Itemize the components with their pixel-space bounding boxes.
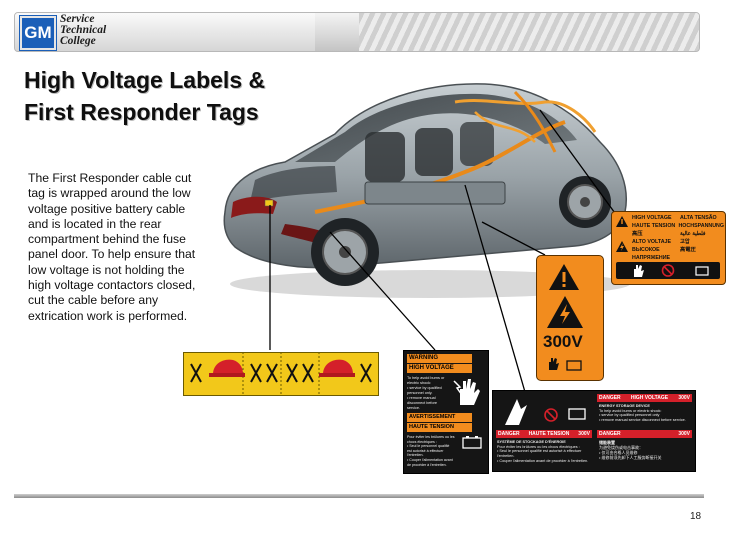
danger-en-bar: DANGER HIGH VOLTAGE 300V [597,394,692,402]
voltage-value: 300V [543,332,583,351]
danger-en-text: ENERGY STORAGE DEVICE To help avoid burn… [599,404,691,423]
warning-fr-text: Pour éviter les brûlures ou les chocs él… [407,435,455,467]
multilang-icon-strip [616,262,720,279]
warning-line: To help avoid burns or electric shock: [407,376,445,385]
high-voltage-icon [547,296,583,328]
warning-hv-word: HIGH VOLTAGE [407,364,472,373]
title-line-2: First Responder Tags [24,99,259,125]
battery-icon [566,360,582,371]
warning-triangle-icon [549,264,579,290]
college-line-3: College [60,35,96,47]
page-number: 18 [690,511,702,522]
lang-cell: HOCHSPANNUNG [678,223,724,229]
body-text: The First Responder cable cut tag is wra… [28,171,196,323]
esd-title: ENERGY STORAGE DEVICE [599,404,650,408]
warning-line: • remove manual disconnect before servic… [407,396,437,410]
prohibit-icon [544,408,558,422]
volt-value: 300V [578,431,590,437]
multilang-row: ALTO VOLTAJE 고압 [632,238,724,246]
footer-divider [14,494,704,498]
college-name: Service Technical College [60,13,107,47]
banner-left-panel [15,13,315,51]
danger-word: DANGER [599,431,621,437]
shock-person-icon [505,399,527,425]
college-line-1: Service [60,13,95,25]
esd-line: To help avoid burns or electric shock: [599,408,662,413]
esd-line: • remove manual service disconnect befor… [599,418,686,423]
danger-icon-row [505,399,586,425]
cn-line: • 维修前须先卸下人工服务断接开关 [599,455,662,460]
battery-icon [695,266,709,276]
lang-cell: HIGH VOLTAGE [632,215,672,221]
volt-value: 300V [678,395,690,401]
hv-word: HIGH VOLTAGE [630,395,669,401]
multilang-icons [634,264,709,277]
college-line-2: Technical [60,24,107,36]
warning-fr-line: Pour éviter les brûlures ou les chocs él… [407,435,455,444]
battery-icon [568,408,586,420]
cn-title: 储能装置 [599,440,615,445]
warning-text: To help avoid burns or electric shock: •… [407,376,447,411]
avert-word: AVERTISSEMENT [407,413,472,422]
hand-icon [549,358,559,370]
multilang-row: ВЫСОКОЕ НАПРЯЖЕНИЕ 高電圧 [632,246,724,262]
high-voltage-icon [616,241,628,252]
voltage-label-icons [549,358,582,371]
lang-cell: ВЫСОКОЕ НАПРЯЖЕНИЕ [632,247,671,261]
danger-fr-line: Pour éviter les brûlures ou les chocs él… [497,444,580,449]
warning-triangle-icon [616,216,628,227]
danger-fr-line: • Seul le personnel qualifié est autoris… [497,449,582,459]
cn-line: 为避免烧伤或电击事故： [599,445,643,450]
warning-word: WARNING [407,354,472,363]
banner-stripes [359,13,699,51]
volt-value: 300V [678,431,690,437]
lang-cell: ALTA TENSÃO [680,215,717,221]
gm-logo: GM [20,16,56,50]
danger-cn-bar: DANGER 300V [597,430,692,438]
hand-shock-icon [453,379,480,405]
danger-word: DANGER [498,431,520,437]
header-banner [14,12,700,52]
slide-title: High Voltage Labels & First Responder Ta… [24,64,265,128]
lang-cell: ALTO VOLTAJE [632,239,672,245]
danger-label: DANGER HAUTE TENSION 300V SYSTÈME DE STO… [492,390,696,472]
title-line-1: High Voltage Labels & [24,67,266,93]
warning-line: • service by qualified personnel only. [407,386,442,395]
lang-cell: HAUTE TENSION [632,223,676,229]
danger-cn-text: 储能装置 为避免烧伤或电击事故： • 仅可由合格人员维修 • 维修前须先卸下人工… [599,440,691,460]
lang-cell: 고압 [680,239,690,245]
battery-icon [462,436,482,449]
danger-word: DANGER [599,395,621,401]
danger-fr-text: SYSTÈME DE STOCKAGE D'ÉNERGIE Pour évite… [497,440,591,464]
danger-fr-bar: DANGER HAUTE TENSION 300V [496,430,592,438]
haute-word: HAUTE TENSION [407,423,472,432]
first-responder-tag-graphic [183,352,379,396]
esd-line: • service by qualified personnel only [599,413,660,418]
lang-cell: فلطية عالية [680,231,706,237]
danger-fr-title: SYSTÈME DE STOCKAGE D'ÉNERGIE [497,440,566,444]
cn-line: • 仅可由合格人员维修 [599,450,638,455]
car-cutaway-illustration [223,83,630,298]
lang-cell: 高压 [632,231,643,237]
voltage-label: 300V [536,255,604,381]
danger-fr-line: • Couper l'alimentation avant de procéde… [497,458,589,463]
warning-fr-line: • Seul le personnel qualifié est autoris… [407,444,450,458]
warning-fr-line: • Couper l'alimentation avant de procéde… [407,457,453,467]
hand-icon [634,265,644,277]
haute-word: HAUTE TENSION [528,431,570,437]
first-responder-tag [183,352,379,396]
warning-label: WARNING HIGH VOLTAGE To help avoid burns… [403,350,489,474]
multilang-row: 高压 فلطية عالية [632,230,724,238]
prohibit-icon [661,264,675,277]
lang-cell: 高電圧 [680,247,696,253]
multilang-row: HIGH VOLTAGE ALTA TENSÃO [632,214,724,222]
